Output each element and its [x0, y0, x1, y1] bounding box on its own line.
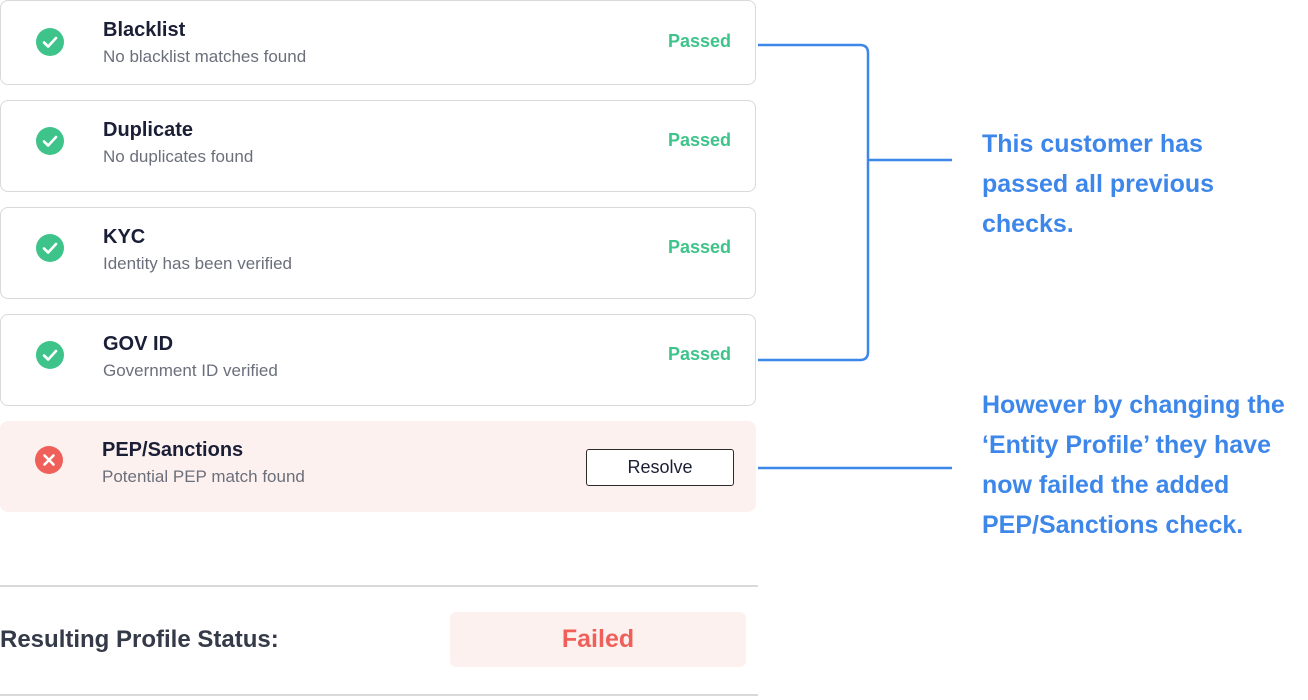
profile-status-badge: Failed [450, 612, 746, 667]
divider-bottom [0, 694, 758, 696]
check-result-badge: Passed [667, 31, 731, 51]
x-circle-icon [35, 446, 63, 474]
check-card-gov-id: GOV ID Government ID verified Passed [0, 314, 756, 406]
bracket-connector [758, 43, 952, 362]
check-title: KYC [103, 226, 146, 248]
check-description: Government ID verified [103, 361, 278, 380]
check-title: PEP/Sanctions [102, 439, 244, 461]
resolve-button[interactable]: Resolve [586, 449, 734, 486]
check-title: Duplicate [103, 119, 194, 141]
check-description: Identity has been verified [103, 254, 293, 273]
check-circle-icon [36, 28, 64, 56]
check-result-badge: Passed [667, 344, 731, 364]
check-card-pep-sanctions: PEP/Sanctions Potential PEP match found … [0, 421, 756, 512]
check-circle-icon [36, 234, 64, 262]
check-card-kyc: KYC Identity has been verified Passed [0, 207, 756, 299]
profile-status-label: Resulting Profile Status: [0, 626, 279, 653]
check-title: GOV ID [103, 333, 174, 355]
check-description: No blacklist matches found [103, 47, 307, 66]
check-title: Blacklist [103, 19, 186, 41]
check-result-badge: Passed [667, 237, 731, 257]
passed-annotation: This customer has passed all previous ch… [982, 130, 1215, 238]
failed-annotation: However by changing the ‘Entity Profile’… [982, 391, 1285, 539]
check-card-duplicate: Duplicate No duplicates found Passed [0, 100, 756, 192]
check-description: No duplicates found [103, 147, 254, 166]
check-circle-icon [36, 127, 64, 155]
check-result-badge: Passed [667, 130, 731, 150]
check-description: Potential PEP match found [102, 467, 305, 486]
check-circle-icon [36, 341, 64, 369]
divider-top [0, 585, 758, 587]
check-card-blacklist: Blacklist No blacklist matches found Pas… [0, 0, 756, 85]
